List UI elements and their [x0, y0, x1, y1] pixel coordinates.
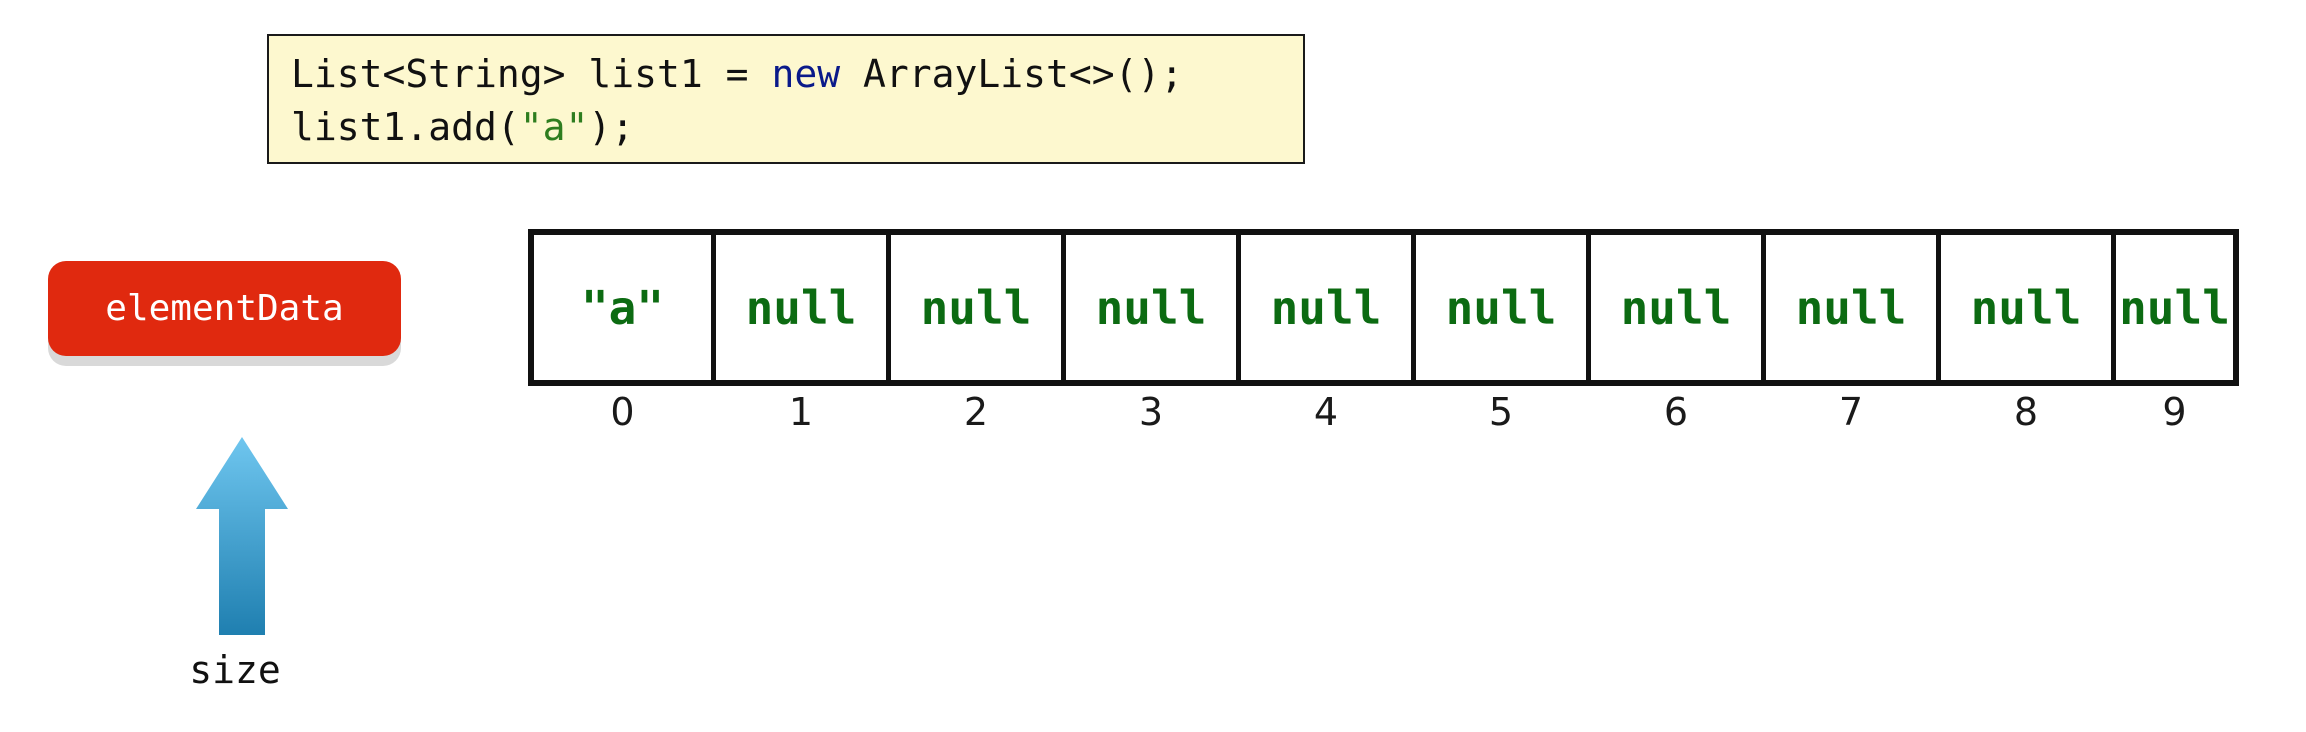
code-line-2-suffix: ); [588, 105, 635, 149]
array-cell-divider [1236, 235, 1241, 380]
array-cell-divider [2111, 235, 2116, 380]
up-arrow-icon [196, 437, 288, 635]
code-string-literal: "a" [519, 105, 589, 149]
array-index-2: 2 [963, 390, 989, 434]
code-line-1: List<String> list1 = new ArrayList<>(); [291, 48, 1303, 101]
array-index-1: 1 [788, 390, 814, 434]
array-cell-divider [1586, 235, 1591, 380]
array-cell-divider [886, 235, 891, 380]
array-cell-1: null [745, 280, 857, 335]
array-cell-9: null [2119, 280, 2230, 335]
code-line-1-prefix: List<String> list1 = [291, 52, 772, 96]
array-cell-divider [1061, 235, 1066, 380]
array-cell-0: "a" [580, 280, 665, 335]
array-index-0: 0 [610, 390, 635, 434]
array-index-9: 9 [2162, 390, 2187, 434]
array-index-6: 6 [1663, 390, 1689, 434]
array-cell-divider [1761, 235, 1766, 380]
array-index-4: 4 [1313, 390, 1339, 434]
array-cell-divider [711, 235, 716, 380]
element-data-label: elementData [48, 261, 401, 356]
array-cell-8: null [1970, 280, 2082, 335]
array-cell-divider [1936, 235, 1941, 380]
array-cell-7: null [1795, 280, 1907, 335]
code-keyword-new: new [771, 52, 841, 96]
size-label: size [189, 648, 281, 692]
array-index-3: 3 [1138, 390, 1164, 434]
code-line-1-suffix: ArrayList<>(); [840, 52, 1184, 96]
array-cell-2: null [920, 280, 1032, 335]
array-cell-3: null [1095, 280, 1207, 335]
array-cell-6: null [1620, 280, 1732, 335]
code-line-2-prefix: list1.add( [291, 105, 520, 149]
array-cell-4: null [1270, 280, 1382, 335]
array-index-5: 5 [1488, 390, 1514, 434]
element-data-array: "a" null null null null null null null null null [528, 229, 2239, 386]
code-snippet: List<String> list1 = new ArrayList<>(); … [267, 34, 1305, 164]
array-index-7: 7 [1838, 390, 1864, 434]
array-index-8: 8 [2013, 390, 2039, 434]
array-cell-5: null [1445, 280, 1557, 335]
array-cell-divider [1411, 235, 1416, 380]
code-line-2: list1.add("a"); [291, 101, 1303, 154]
